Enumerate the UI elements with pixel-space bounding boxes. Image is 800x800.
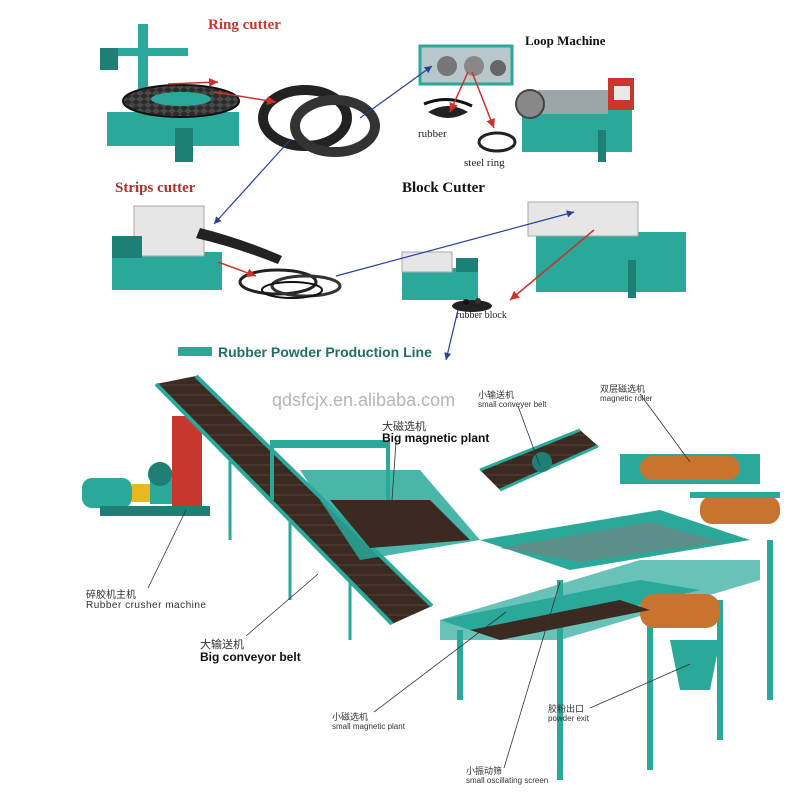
loop-machine-small — [418, 44, 514, 86]
cut-tire-rings — [258, 85, 380, 157]
oscillating-screen-frame — [440, 510, 773, 780]
loop-machine-label: Loop Machine — [525, 33, 606, 48]
oscillating-cn-label: 小振动筛 — [466, 767, 503, 777]
small-conveyer-belt — [479, 428, 599, 492]
small-magnetic-cn-label: 小磁选机 — [332, 713, 369, 723]
block-cutter-small — [401, 251, 478, 300]
rubber-block-pile — [452, 298, 492, 312]
big-magnetic-en-label: Big magnetic plant — [382, 431, 490, 445]
block-cutter-large — [527, 201, 686, 298]
section-title: Rubber Powder Production Line — [218, 344, 432, 360]
rubber-crusher-machine — [82, 416, 210, 516]
magnetic-roller — [620, 454, 780, 524]
magnetic-roller-cn-label: 双层磁选机 — [600, 385, 646, 395]
oscillating-en-label: small oscillating screen — [466, 776, 549, 785]
steel-ring — [477, 131, 517, 153]
rubber-label: rubber — [418, 128, 447, 140]
rubber-strips — [238, 268, 342, 299]
rubber-coil — [423, 98, 473, 118]
label-leader-lines — [147, 393, 691, 769]
crusher-cn-label: 碎胶机主机 — [86, 590, 136, 601]
loop-machine-large — [515, 78, 634, 162]
flow-arrows — [167, 65, 595, 361]
crusher-en-label: Rubber crusher machine — [86, 600, 207, 611]
section-title-bar-icon — [178, 347, 212, 356]
steel-ring-label: steel ring — [464, 157, 505, 169]
small-conveyor-en-label: small conveyer belt — [478, 400, 547, 409]
watermark: qdsfcjx.en.alibaba.com — [272, 390, 456, 410]
powder-exit-cn-label: 胶粉出口 — [548, 705, 585, 715]
small-magnetic-en-label: small magnetic plant — [332, 722, 405, 731]
big-magnetic-plant — [270, 440, 480, 560]
strips-cutter-machine — [112, 205, 282, 290]
powder-exit-en-label: powder exit — [548, 714, 589, 723]
magnetic-roller-en-label: magnetic roller — [600, 394, 653, 403]
rubber-block-label: rubber block — [456, 310, 507, 321]
block-cutter-label: Block Cutter — [402, 180, 485, 196]
big-magnetic-cn-label: 大磁选机 — [382, 420, 426, 433]
small-magnetic-plant — [440, 580, 720, 640]
strips-cutter-label: Strips cutter — [115, 180, 196, 196]
powder-exit — [670, 640, 720, 690]
big-conveyor-en-label: Big conveyor belt — [200, 650, 301, 664]
ring-cutter-machine — [100, 24, 240, 162]
big-conveyor-cn-label: 大输送机 — [200, 638, 244, 651]
small-conveyor-cn-label: 小输送机 — [478, 391, 515, 401]
ring-cutter-label: Ring cutter — [208, 17, 281, 33]
